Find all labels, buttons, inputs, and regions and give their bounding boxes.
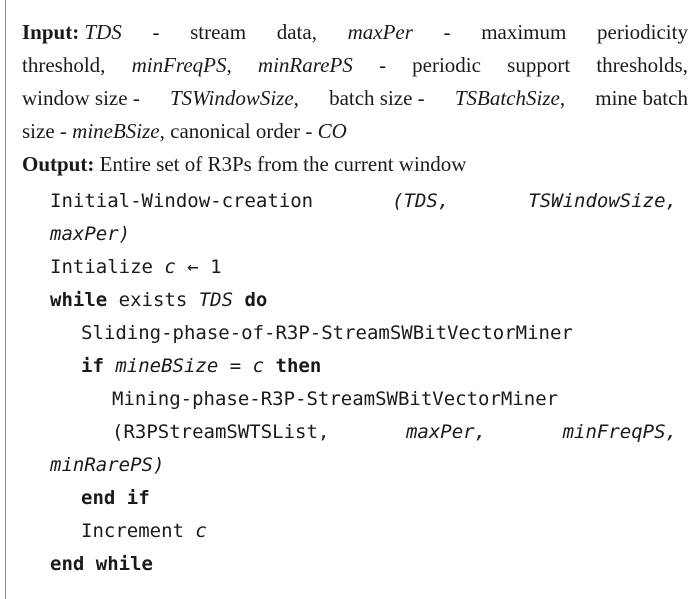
text: data, — [276, 20, 317, 44]
var-minebsize: mineBSize — [72, 119, 160, 143]
input-label: Input: — [22, 20, 80, 44]
output-text: Entire set of R3Ps from the current wind… — [94, 152, 467, 176]
code-line-7: (R3PStreamSWTSList, maxPer, minFreqPS, — [112, 421, 677, 443]
var-tds: TDS — [84, 20, 122, 44]
text: - — [152, 20, 160, 44]
code-line-2: Intialize c ← 1 — [50, 256, 222, 278]
code-line-6: Mining-phase-R3P-StreamSWBitVectorMiner — [112, 388, 559, 410]
text: window size - — [22, 86, 140, 110]
var-minfreqps: minFreqPS — [131, 53, 227, 77]
var-minrareps: minRarePS — [257, 53, 353, 77]
code-line-1: Initial-Window-creation (TDS, TSWindowSi… — [50, 190, 677, 212]
text: thresholds, — [596, 53, 688, 77]
code-line-8: end if — [81, 487, 150, 509]
code-line-3: while exists TDS do — [50, 289, 268, 311]
text: support — [507, 53, 571, 77]
var-maxper: maxPer — [347, 20, 413, 44]
output-line: Output: Entire set of R3Ps from the curr… — [22, 152, 466, 177]
var-co: CO — [317, 119, 347, 143]
code-line-7-cont: minRarePS) — [50, 454, 165, 476]
text: - — [378, 53, 386, 77]
input-line-1: Input: TDS - stream data, maxPer - maxim… — [22, 20, 688, 45]
text: maximum — [481, 20, 567, 44]
text: - — [443, 20, 451, 44]
input-line-2: threshold, minFreqPS, minRarePS - period… — [22, 53, 688, 77]
input-line-4: size - mineBSize, canonical order - CO — [22, 119, 347, 143]
code-line-4: Sliding-phase-of-R3P-StreamSWBitVectorMi… — [81, 322, 573, 344]
text: threshold, — [22, 53, 106, 77]
code-line-10: end while — [50, 553, 153, 575]
code-line-9: Increment c — [81, 520, 207, 542]
var-tsbatchsize: TSBatchSize — [454, 86, 560, 110]
output-label: Output: — [22, 152, 95, 176]
code-line-1-cont: maxPer) — [50, 223, 131, 245]
code-line-5: if mineBSize = c then — [81, 355, 322, 377]
input-line-3: window size - TSWindowSize, batch size -… — [22, 86, 688, 110]
text: mine batch — [595, 86, 688, 110]
text: batch size - — [329, 86, 425, 110]
text: stream — [190, 20, 247, 44]
text: periodicity — [597, 20, 688, 44]
text: periodic — [412, 53, 481, 77]
var-tswindowsize: TSWindowSize — [169, 86, 294, 110]
algorithm-box — [5, 0, 693, 599]
